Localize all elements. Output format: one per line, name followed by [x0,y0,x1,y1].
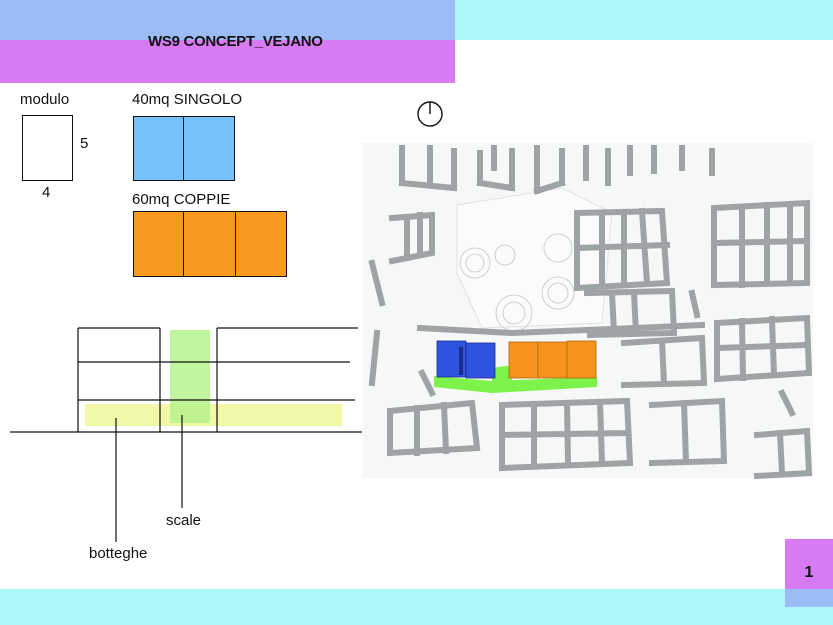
section-diagram [10,327,364,542]
botteghe-label: botteghe [89,545,148,562]
header-band-cyan [455,0,833,40]
footer-band-cyan [0,589,833,625]
modulo-width-label: 4 [42,184,51,201]
plan-coppie-unit [537,341,568,379]
plan-coppie-unit [508,341,539,379]
scale-label: scale [166,512,202,529]
coppie-label: 60mq COPPIE [132,191,231,208]
singolo-module [133,116,184,181]
plan-singolo-unit [465,342,496,379]
page-number-badge [785,539,833,589]
header-band-blue [0,0,455,40]
plan-green-base [434,376,597,393]
page-number-badge-lower [785,589,833,607]
modulo-height-label: 5 [80,135,89,152]
botteghe-zone [85,404,342,426]
coppie-module [235,211,287,277]
page-title: WS9 CONCEPT_VEJANO [148,33,323,50]
singolo-label: 40mq SINGOLO [132,91,243,108]
modulo-label: modulo [20,91,70,108]
plan-green-strip [492,365,512,383]
modulo-box [22,115,73,181]
site-plan [362,143,813,480]
header-band-magenta [0,40,455,83]
page-number: 1 [804,564,814,581]
plan-coppie-unit [566,340,597,379]
coppie-module [183,211,236,277]
north-arrow-icon [417,101,443,127]
singolo-module [183,116,235,181]
coppie-module [133,211,184,277]
scale-zone [170,330,210,423]
